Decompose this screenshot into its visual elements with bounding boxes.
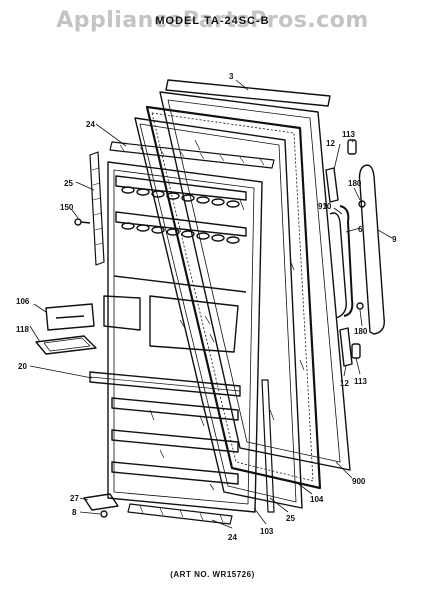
callout-20: 20 [18,362,27,371]
screw-150 [74,218,91,226]
callout-150: 150 [60,203,74,212]
callout-3: 3 [229,72,234,81]
callout-24-top: 24 [86,120,95,129]
handle-cap-lower [339,327,353,367]
freezer-shelf-upper [115,175,247,208]
handle-screw-upper [347,139,357,155]
callout-27: 27 [70,494,79,503]
callout-24-bottom: 24 [228,533,237,542]
callout-113-top: 113 [342,130,355,139]
callout-25-left: 25 [64,179,73,188]
butter-compartment [103,275,247,353]
callout-9: 9 [392,235,397,244]
callout-103: 103 [260,527,274,536]
left-vertical-trim [89,151,105,266]
callout-8: 8 [72,508,77,517]
callout-180-top: 180 [348,179,362,188]
shelf-retainer-bar [89,371,241,397]
handle-insert [339,205,354,317]
callout-12-bottom: 12 [340,379,349,388]
leader-lines [29,79,393,529]
freezer-shelf-lower [115,211,247,244]
screw-180-lower [356,302,364,310]
door-gasket [145,105,322,490]
door-handle [329,212,347,319]
callout-910: 910 [318,202,332,211]
handle-screw-lower [351,343,361,359]
top-trim-strip [165,79,331,107]
outer-door-panel [159,91,351,471]
callout-12-top: 12 [326,139,335,148]
watermark: AppliancePartsPros.com [56,8,369,33]
callout-118: 118 [16,325,29,334]
right-vertical-trim [261,379,275,513]
dike-breaker-frame [134,117,303,509]
butter-door [45,303,95,331]
butter-tray [35,335,97,355]
callout-113-bottom: 113 [354,377,367,386]
upper-trim-strip [109,141,275,169]
callout-900: 900 [352,477,366,486]
handle-trim-long [358,164,385,335]
handle-cap-upper [325,167,339,203]
callout-180-bottom: 180 [354,327,368,336]
bottom-trim-strip [127,503,233,525]
art-number: (ART NO. WR15726) [170,570,255,579]
hinge-bracket [83,493,119,518]
callout-25-right: 25 [286,514,295,523]
callout-6: 6 [358,225,363,234]
callout-104: 104 [310,495,324,504]
callout-106: 106 [16,297,30,306]
lower-door-shelves [111,397,239,491]
model-title: MODEL TA-24SC-B [155,15,270,27]
callout-labels: 3 24 25 150 106 118 20 27 8 24 103 25 10… [16,72,397,542]
